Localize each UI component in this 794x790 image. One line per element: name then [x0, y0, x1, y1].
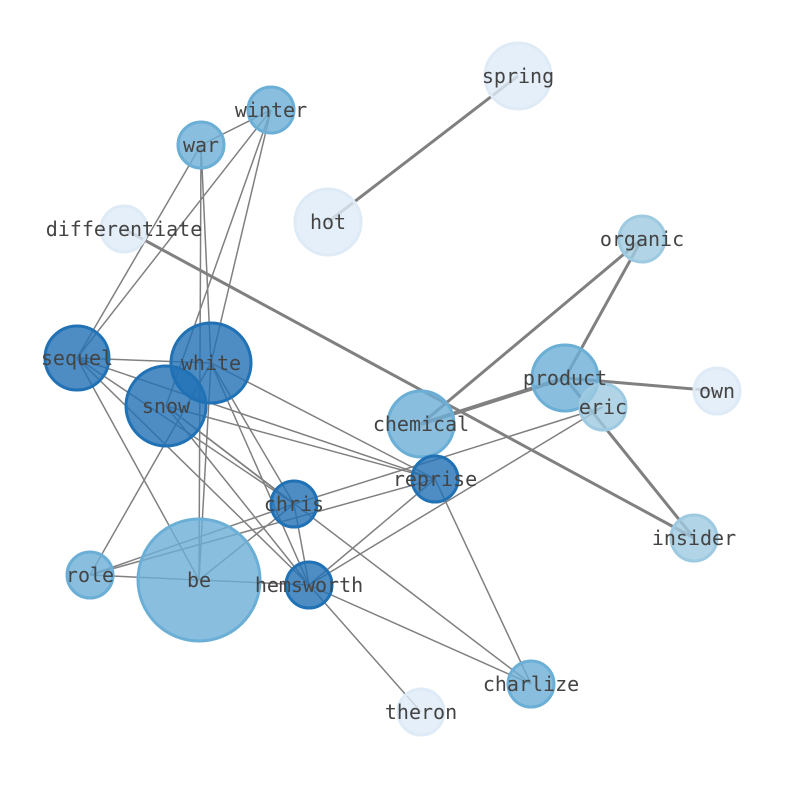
node-label-spring: spring: [482, 64, 554, 88]
node-spring: [483, 41, 553, 111]
node-label-hot: hot: [310, 210, 346, 234]
node-sequel: [43, 324, 111, 392]
node-label-charlize: charlize: [483, 672, 579, 696]
node-label-war: war: [183, 133, 219, 157]
node-label-sequel: sequel: [41, 346, 113, 370]
edge-eric-chris: [293, 406, 604, 505]
node-theron: [396, 687, 446, 737]
node-chemical: [386, 389, 456, 459]
node-winter: [246, 85, 296, 135]
node-role: [65, 550, 115, 600]
node-eric: [578, 382, 628, 432]
node-hemsworth: [284, 560, 334, 610]
node-war: [176, 120, 226, 170]
edge-eric-hemsworth: [308, 406, 604, 586]
node-label-differentiate: differentiate: [46, 217, 203, 241]
node-label-chris: chris: [264, 492, 324, 516]
node-hot: [293, 187, 363, 257]
labels-layer: spring hot winter war differentiate organic se…: [41, 64, 736, 724]
node-label-organic: organic: [600, 227, 684, 251]
edge-winter-sequel: [76, 109, 272, 359]
edge-reprise-charlize: [434, 478, 532, 685]
node-be: [136, 517, 262, 643]
node-label-theron: theron: [385, 700, 457, 724]
edge-hemsworth-theron: [308, 584, 422, 713]
node-reprise: [410, 454, 460, 504]
edge-spring-hot: [327, 74, 519, 224]
node-label-own: own: [699, 379, 735, 403]
node-own: [692, 366, 742, 416]
node-label-snow: snow: [142, 394, 191, 418]
node-organic: [617, 214, 667, 264]
edge-winter-white: [210, 109, 272, 364]
node-label-eric: eric: [579, 395, 627, 419]
edge-sequel-hemsworth: [76, 357, 310, 586]
edge-war-sequel: [76, 144, 202, 359]
node-label-product: product: [523, 366, 607, 390]
node-label-insider: insider: [652, 526, 736, 550]
node-differentiate: [99, 204, 149, 254]
node-product: [530, 343, 600, 413]
node-label-be: be: [187, 568, 211, 592]
edge-snow-reprise: [165, 405, 436, 480]
node-snow: [124, 364, 208, 448]
node-label-role: role: [66, 563, 114, 587]
node-label-hemsworth: hemsworth: [255, 573, 363, 597]
node-label-winter: winter: [235, 98, 307, 122]
edge-differentiate-insider: [123, 227, 695, 540]
node-insider: [669, 513, 719, 563]
node-label-chemical: chemical: [373, 412, 469, 436]
edge-reprise-hemsworth: [308, 478, 436, 586]
edge-hemsworth-charlize: [308, 584, 532, 685]
edge-white-reprise: [210, 362, 436, 480]
node-label-white: white: [181, 351, 241, 375]
nodes-layer: [43, 41, 742, 737]
node-label-reprise: reprise: [393, 467, 477, 491]
node-chris: [269, 479, 319, 529]
edge-organic-chemical: [420, 237, 643, 426]
node-charlize: [506, 659, 556, 709]
